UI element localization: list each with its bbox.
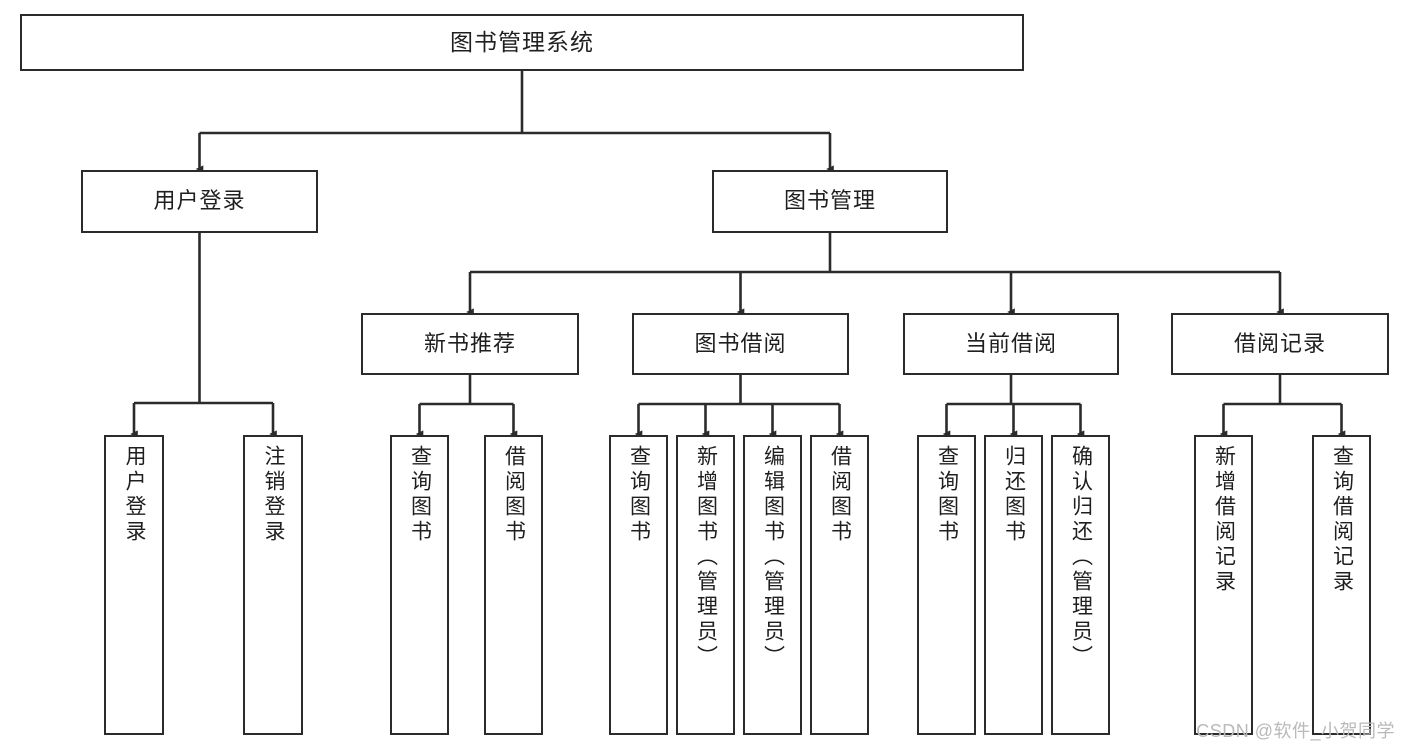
node-label: 借阅记录: [1233, 330, 1326, 356]
node-user-login[interactable]: 用户登录: [81, 170, 318, 233]
node-new-book-recommendation[interactable]: 新书推荐: [361, 313, 579, 375]
node-leaf-user-login[interactable]: 用户登录: [104, 435, 164, 735]
node-label: 图书管理: [783, 188, 876, 214]
node-label: 查询图书: [627, 445, 651, 545]
node-leaf-query-book-borrow[interactable]: 查询图书: [609, 435, 668, 735]
node-label: 借阅图书: [828, 445, 852, 545]
node-leaf-query-book-current[interactable]: 查询图书: [917, 435, 976, 735]
node-label: 注销登录: [262, 445, 286, 545]
node-label: 新增图书（管理员）: [694, 445, 718, 670]
node-leaf-borrow-book-recommend[interactable]: 借阅图书: [484, 435, 543, 735]
node-leaf-logout[interactable]: 注销登录: [243, 435, 303, 735]
node-leaf-query-borrow-record[interactable]: 查询借阅记录: [1312, 435, 1371, 735]
node-leaf-return-book[interactable]: 归还图书: [984, 435, 1043, 735]
node-leaf-query-book-recommend[interactable]: 查询图书: [390, 435, 449, 735]
node-label: 查询图书: [935, 445, 959, 545]
node-label: 用户登录: [153, 188, 246, 214]
node-label: 编辑图书（管理员）: [761, 445, 785, 670]
node-label: 新增借阅记录: [1212, 445, 1236, 595]
node-label: 归还图书: [1002, 445, 1026, 545]
node-label: 用户登录: [123, 445, 147, 545]
node-book-borrowing[interactable]: 图书借阅: [632, 313, 849, 375]
node-leaf-add-book-admin[interactable]: 新增图书（管理员）: [676, 435, 735, 735]
node-leaf-confirm-return-admin[interactable]: 确认归还（管理员）: [1051, 435, 1110, 735]
node-label: 查询图书: [408, 445, 432, 545]
node-leaf-edit-book-admin[interactable]: 编辑图书（管理员）: [743, 435, 802, 735]
node-label: 图书管理系统: [450, 28, 594, 55]
node-leaf-add-borrow-record[interactable]: 新增借阅记录: [1194, 435, 1253, 735]
watermark: CSDN @软件_小贺同学: [1196, 721, 1395, 741]
node-root-book-management-system[interactable]: 图书管理系统: [20, 14, 1024, 71]
node-book-management[interactable]: 图书管理: [712, 170, 948, 233]
node-current-borrowing[interactable]: 当前借阅: [903, 313, 1119, 375]
node-label: 查询借阅记录: [1330, 445, 1354, 595]
node-label: 新书推荐: [423, 330, 516, 356]
node-leaf-borrow-book[interactable]: 借阅图书: [810, 435, 869, 735]
node-borrowing-record[interactable]: 借阅记录: [1171, 313, 1389, 375]
node-label: 借阅图书: [502, 445, 526, 545]
node-label: 当前借阅: [964, 330, 1057, 356]
node-label: 图书借阅: [694, 330, 787, 356]
node-label: 确认归还（管理员）: [1069, 445, 1093, 670]
